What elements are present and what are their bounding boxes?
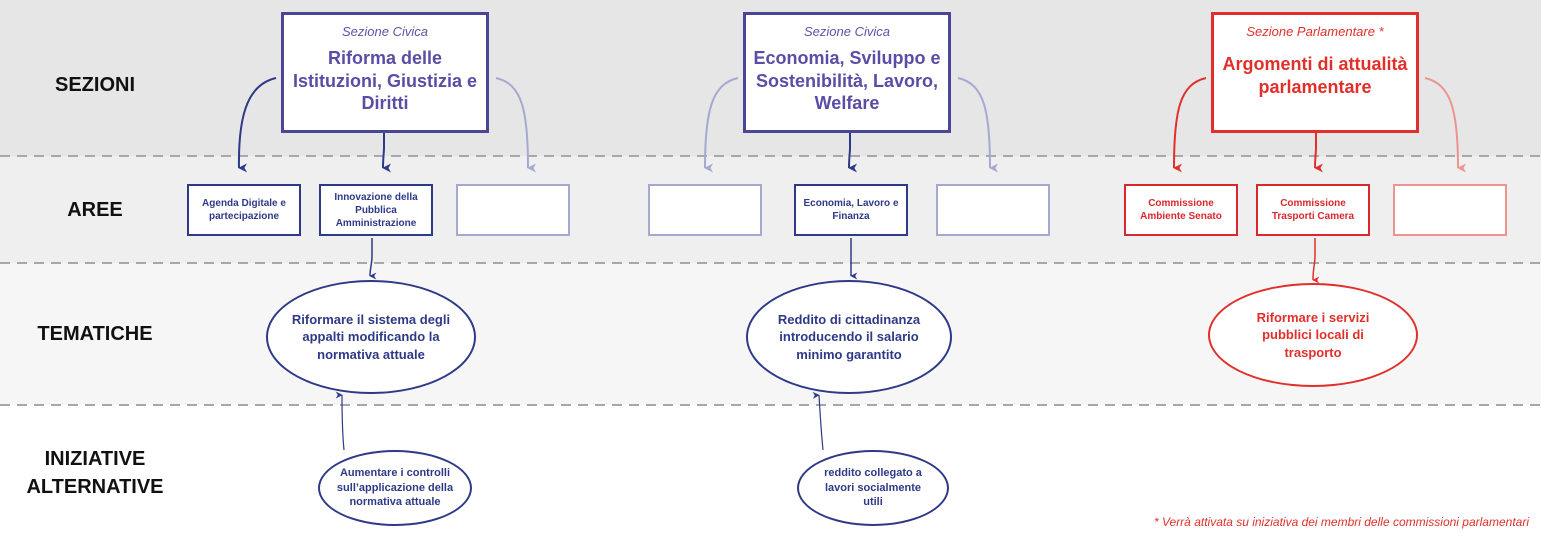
- tematica-text: Riformare i servizi pubblici locali di t…: [1256, 309, 1370, 360]
- area-box-empty[interactable]: [1393, 184, 1507, 236]
- sezione-kicker: Sezione Parlamentare *: [1246, 24, 1384, 39]
- row-label-aree: AREE: [67, 199, 123, 221]
- area-box-agenda-digitale[interactable]: Agenda Digitale e partecipazione: [187, 184, 301, 236]
- band-iniziative: [0, 405, 1541, 544]
- sezione-box-istituzioni[interactable]: Sezione Civica Riforma delle Istituzioni…: [281, 12, 489, 133]
- area-box-economia-lavoro-finanza[interactable]: Economia, Lavoro e Finanza: [794, 184, 908, 236]
- area-box-commissione-trasporti[interactable]: Commissione Trasporti Camera: [1256, 184, 1370, 236]
- sezione-kicker: Sezione Civica: [342, 24, 428, 39]
- sezione-title: Economia, Sviluppo e Sostenibilità, Lavo…: [753, 48, 941, 113]
- sezione-kicker: Sezione Civica: [804, 24, 890, 39]
- area-box-commissione-ambiente[interactable]: Commissione Ambiente Senato: [1124, 184, 1238, 236]
- iniziativa-ellipse-lavori-utili[interactable]: reddito collegato a lavori socialmente u…: [797, 450, 949, 526]
- iniziativa-text: reddito collegato a lavori socialmente u…: [824, 466, 922, 509]
- sezione-title: Argomenti di attualità parlamentare: [1222, 54, 1408, 97]
- tematica-text: Reddito di cittadinanza introducendo il …: [777, 311, 921, 362]
- footnote: * Verrà attivata su iniziativa dei membr…: [1153, 515, 1529, 529]
- iniziativa-text: Aumentare i controlli sull’applicazione …: [336, 466, 454, 509]
- area-box-empty[interactable]: [936, 184, 1050, 236]
- sezione-box-parlamentare[interactable]: Sezione Parlamentare * Argomenti di attu…: [1211, 12, 1419, 133]
- tematica-ellipse-reddito[interactable]: Reddito di cittadinanza introducendo il …: [746, 280, 952, 394]
- row-label-iniziative-line2: ALTERNATIVE: [26, 476, 164, 498]
- tematica-ellipse-trasporti[interactable]: Riformare i servizi pubblici locali di t…: [1208, 283, 1418, 387]
- tematica-ellipse-appalti[interactable]: Riformare il sistema degli appalti modif…: [266, 280, 476, 394]
- tematica-text: Riformare il sistema degli appalti modif…: [291, 311, 451, 362]
- row-label-tematiche: TEMATICHE: [37, 323, 153, 345]
- row-label-sezioni: SEZIONI: [54, 74, 135, 96]
- row-label-iniziative-line1: INIZIATIVE: [44, 448, 146, 470]
- area-box-empty[interactable]: [648, 184, 762, 236]
- area-box-innovazione-pa[interactable]: Innovazione della Pubblica Amministrazio…: [319, 184, 433, 236]
- iniziativa-ellipse-controlli[interactable]: Aumentare i controlli sull’applicazione …: [318, 450, 472, 526]
- sezione-box-economia[interactable]: Sezione Civica Economia, Sviluppo e Sost…: [743, 12, 951, 133]
- sezione-title: Riforma delle Istituzioni, Giustizia e D…: [292, 48, 478, 113]
- area-box-empty[interactable]: [456, 184, 570, 236]
